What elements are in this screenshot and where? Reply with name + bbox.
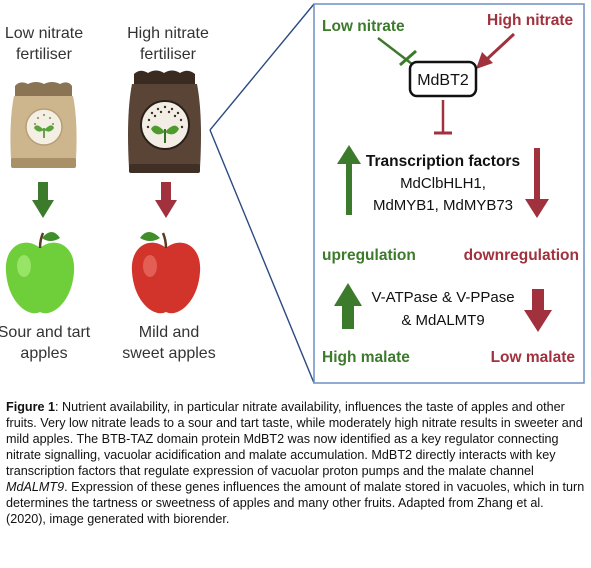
low-nitrate-down-arrow-icon	[32, 182, 54, 218]
green-apple-icon	[5, 232, 75, 314]
callout-line-bottom	[209, 129, 315, 384]
mdbt2-box	[408, 60, 478, 98]
low-nitrate-text: Low nitrate	[322, 18, 405, 35]
low-nitrate-inhibit-bar	[399, 49, 417, 67]
low-fertiliser-label-line1: Low nitrate	[4, 25, 84, 42]
pumps-line-2: & MdALMT9	[401, 312, 484, 329]
tf-up-arrow-icon	[337, 145, 361, 215]
nitrate-apple-diagram: Low nitrate High nitrate MdBT2 Transcrip…	[5, 3, 585, 384]
tf-down-arrow-icon	[525, 148, 549, 218]
high-nitrate-arrowhead-icon	[476, 52, 493, 69]
tf-line-2: MdMYB1, MdMYB73	[373, 197, 513, 214]
sour-apple-label: Sour and tart apples	[0, 322, 94, 364]
high-fertiliser-label-line2: fertiliser	[139, 46, 196, 63]
caption-label: Figure 1	[6, 400, 55, 414]
sour-apple-label-line1: Sour and tart	[0, 324, 91, 341]
caption-text-1: : Nutrient availability, in particular n…	[6, 400, 583, 478]
high-fertiliser-label-line1: High nitrate	[127, 25, 209, 42]
mdbt2-text: MdBT2	[417, 72, 469, 89]
malate-up-arrow-icon	[334, 283, 362, 329]
downregulation-text: downregulation	[464, 247, 579, 264]
pumps-line-1: V-ATPase & V-PPase	[371, 289, 514, 306]
high-nitrate-fertiliser-bag-icon	[128, 70, 201, 173]
figure-caption: Figure 1: Nutrient availability, in part…	[6, 399, 586, 527]
high-malate-text: High malate	[322, 349, 410, 366]
tf-title: Transcription factors	[366, 153, 520, 170]
low-fertiliser-label: Low nitrate fertiliser	[0, 23, 88, 65]
high-nitrate-down-arrow-icon	[155, 182, 177, 218]
red-apple-icon	[131, 232, 201, 314]
sweet-apple-label: Mild and sweet apples	[114, 322, 224, 364]
low-malate-text: Low malate	[491, 349, 576, 366]
sweet-apple-label-line2: sweet apples	[122, 345, 216, 362]
sweet-apple-label-line1: Mild and	[138, 324, 200, 341]
low-fertiliser-label-line2: fertiliser	[15, 46, 72, 63]
callout-line-top	[209, 3, 315, 131]
tf-line-1: MdClbHLH1,	[400, 175, 486, 192]
upregulation-text: upregulation	[322, 247, 416, 264]
high-nitrate-activate-line	[484, 32, 516, 62]
high-nitrate-text: High nitrate	[487, 12, 573, 29]
high-fertiliser-label: High nitrate fertiliser	[118, 23, 218, 65]
malate-down-arrow-icon	[524, 289, 552, 332]
sour-apple-label-line2: apples	[20, 345, 68, 362]
caption-text-2: . Expression of these genes influences t…	[6, 480, 585, 526]
low-nitrate-fertiliser-bag-icon	[10, 82, 77, 168]
caption-gene-italic: MdALMT9	[6, 480, 65, 494]
